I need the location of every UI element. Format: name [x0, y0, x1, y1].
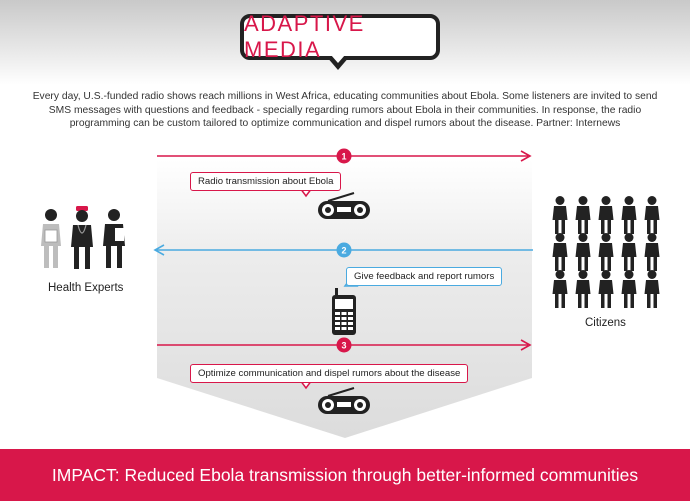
citizen-icon — [644, 196, 660, 234]
title-bubble-tail-inner — [331, 55, 345, 63]
citizen-icon — [644, 270, 660, 308]
impact-banner: IMPACT: Reduced Ebola transmission throu… — [0, 449, 690, 501]
impact-text: IMPACT: Reduced Ebola transmission throu… — [51, 464, 639, 485]
citizen-icon — [621, 196, 637, 234]
step-number-2: 2 — [341, 245, 346, 255]
citizens-label: Citizens — [585, 317, 626, 329]
step-2-callout: Give feedback and report rumors — [346, 267, 503, 286]
citizen-icon — [575, 233, 591, 271]
citizen-icon — [598, 233, 614, 271]
page-title: ADAPTIVE MEDIA — [244, 11, 365, 62]
citizen-icon — [598, 270, 614, 308]
flow-arrow-1: 1 — [157, 148, 532, 164]
step-2-label: Give feedback and report rumors — [354, 271, 495, 282]
citizen-icon — [598, 196, 614, 234]
health-expert-icon — [103, 209, 125, 268]
citizens-group — [552, 196, 660, 308]
step-number-3: 3 — [341, 340, 346, 350]
step-1-label: Radio transmission about Ebola — [198, 176, 334, 187]
health-experts-label: Health Experts — [48, 282, 124, 294]
citizen-icon — [552, 233, 568, 271]
step-number-1: 1 — [341, 151, 346, 161]
intro-text: Every day, U.S.-funded radio shows reach… — [32, 91, 658, 130]
health-expert-icon — [41, 209, 61, 268]
citizen-icon — [621, 270, 637, 308]
health-expert-icon — [71, 206, 93, 269]
citizen-icon — [575, 270, 591, 308]
step-1-callout: Radio transmission about Ebola — [190, 172, 342, 191]
radio-icon — [318, 387, 370, 414]
step-3-label: Optimize communication and dispel rumors… — [198, 368, 461, 379]
radio-icon — [318, 192, 370, 219]
mobile-phone-icon — [332, 288, 356, 335]
citizen-icon — [621, 233, 637, 271]
citizen-icon — [575, 196, 591, 234]
title-speech-bubble: ADAPTIVE MEDIA — [240, 11, 440, 62]
flow-arrow-2: 2 — [153, 242, 533, 258]
citizen-icon — [552, 196, 568, 234]
citizen-icon — [644, 233, 660, 271]
flow-arrow-3: 3 — [157, 337, 532, 353]
citizen-icon — [552, 270, 568, 308]
step-3-callout: Optimize communication and dispel rumors… — [190, 364, 469, 383]
